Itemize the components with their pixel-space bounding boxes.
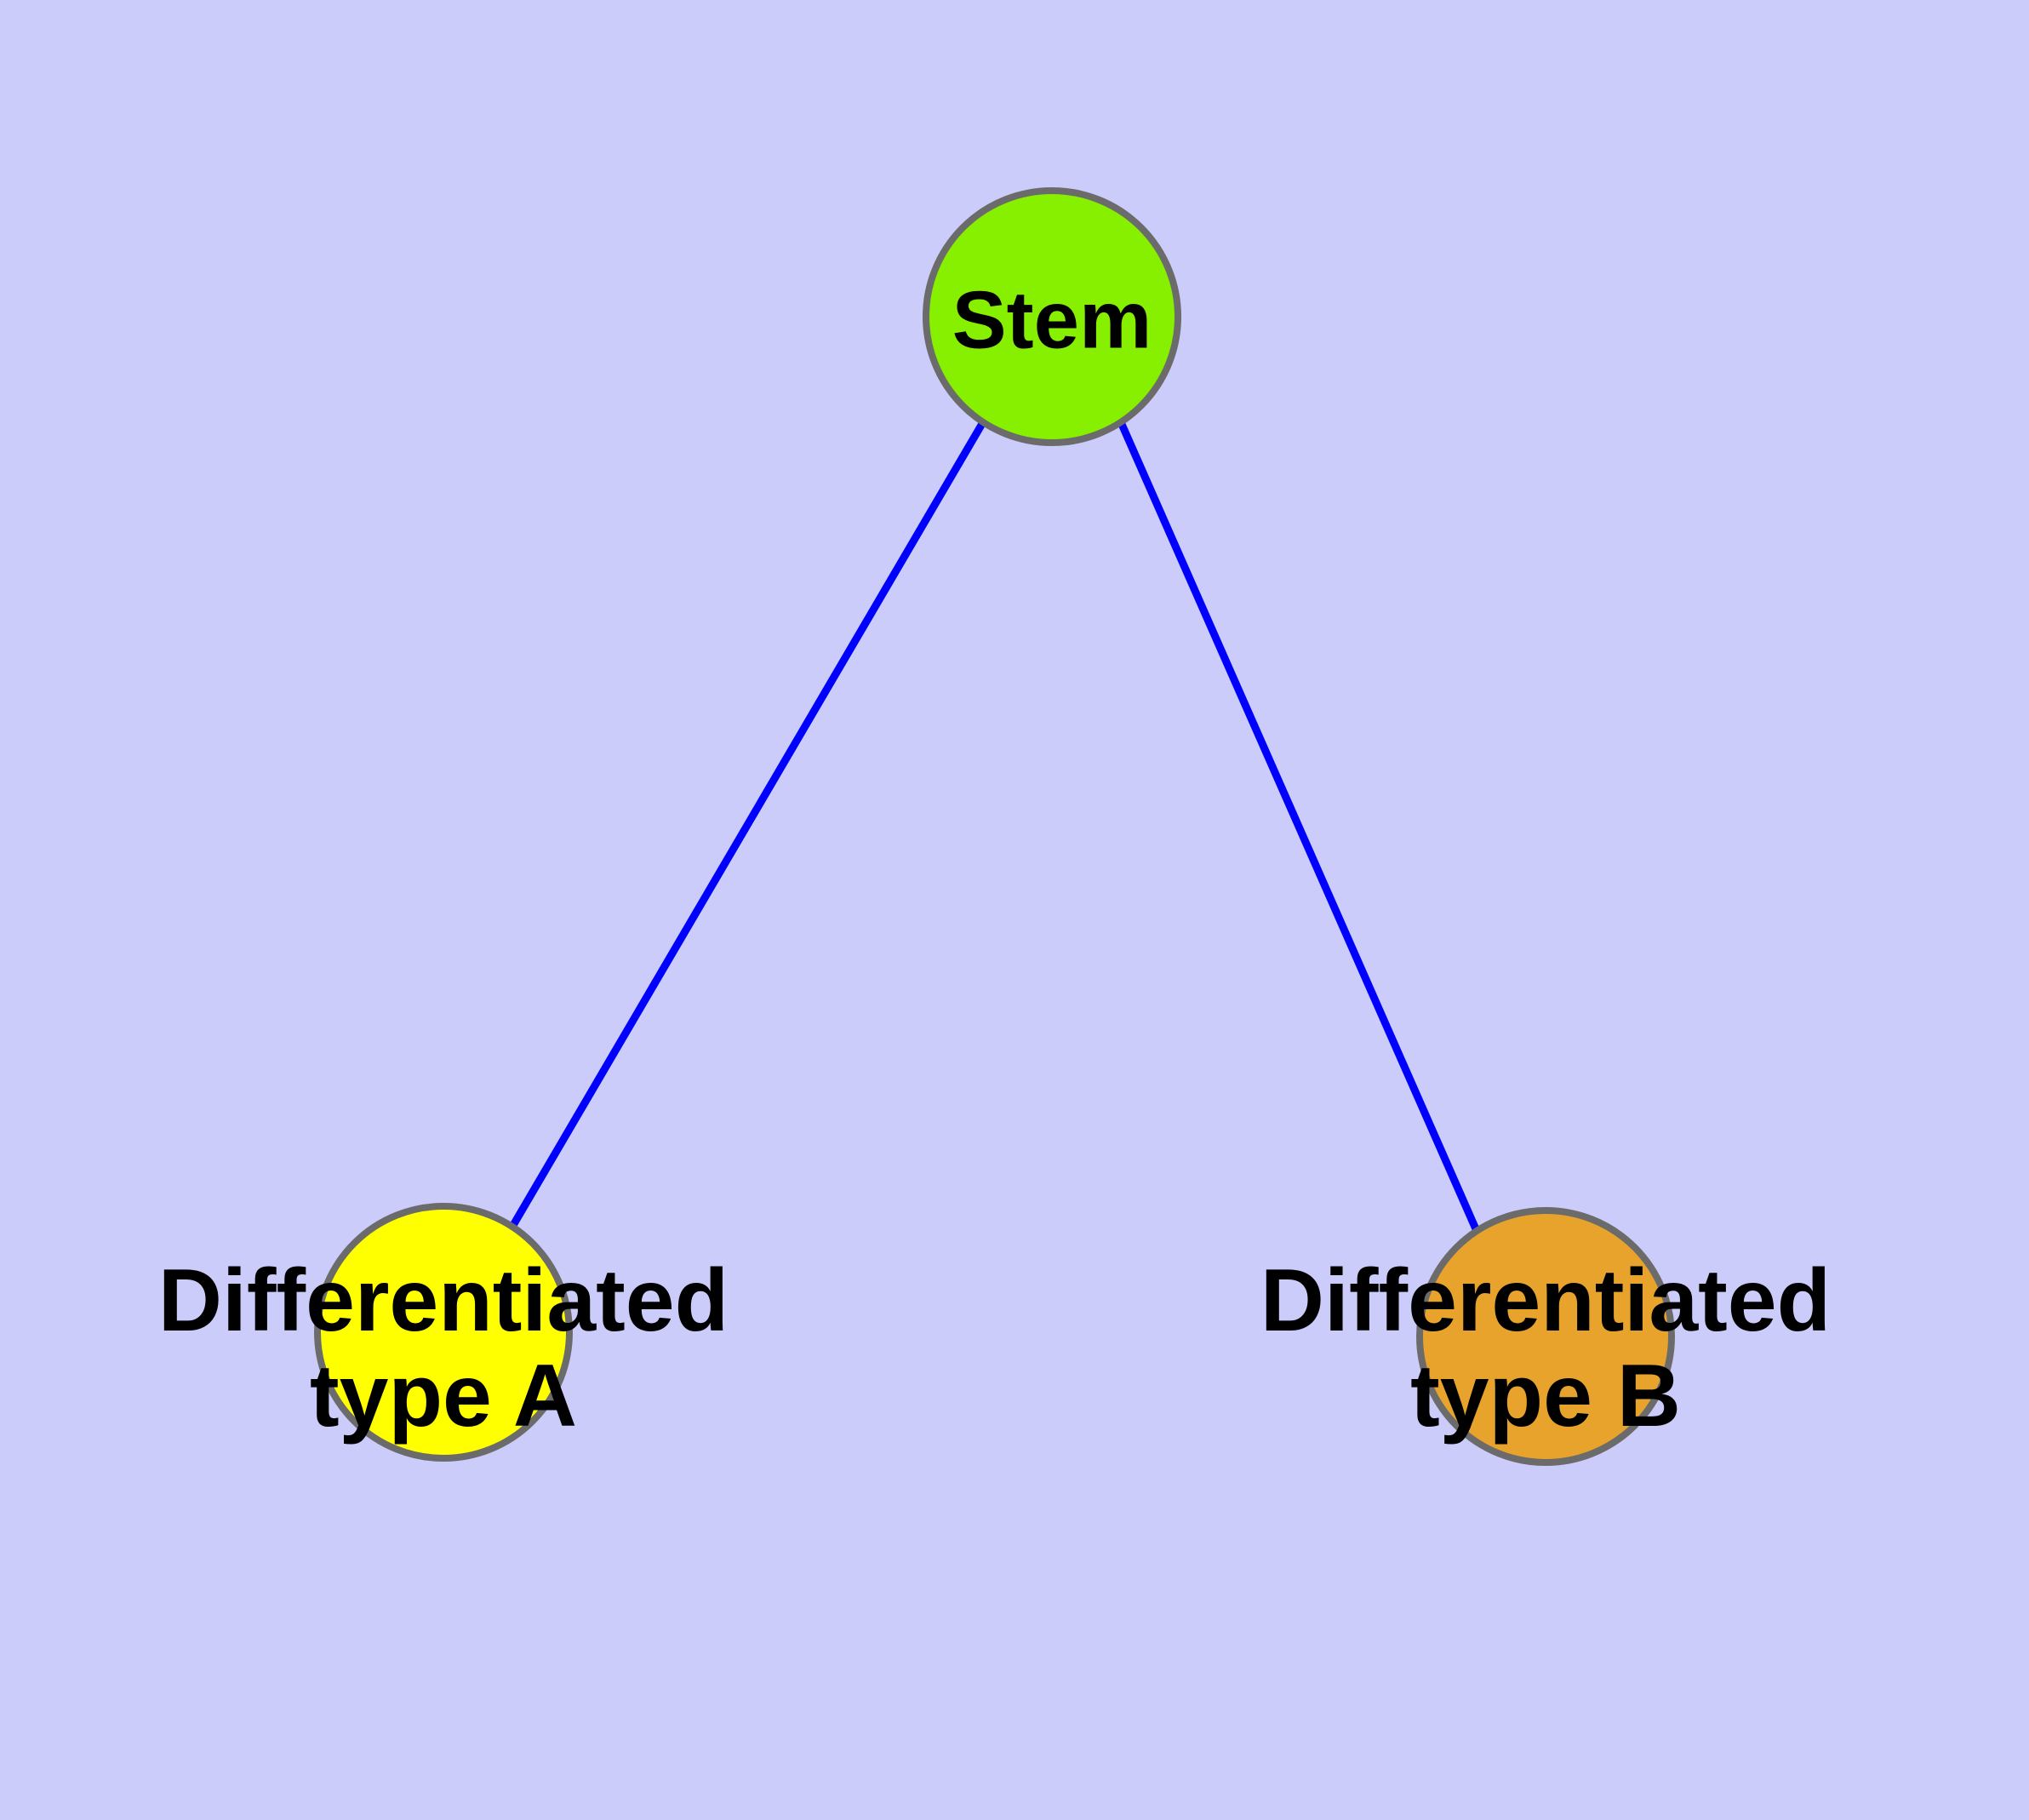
node-differentiated-type-b-circle[interactable]	[1416, 1207, 1675, 1466]
node-stem[interactable]: Stem	[923, 187, 1181, 446]
node-layer: Stem Differentiated type A Differentiate…	[158, 187, 1831, 1466]
node-differentiated-type-a[interactable]	[314, 1203, 573, 1462]
node-differentiated-type-a-label-line1: Differentiated	[158, 1251, 729, 1350]
edge-stem-to-differentiated-b[interactable]	[1117, 421, 1481, 1233]
node-differentiated-type-b-label-line1: Differentiated	[1260, 1251, 1831, 1350]
node-stem-label: Stem	[952, 275, 1152, 366]
label-layer: Differentiated type A Differentiated typ…	[158, 1251, 1831, 1445]
node-differentiated-type-b-label-line2: type B	[1410, 1347, 1681, 1445]
edge-stem-to-differentiated-a[interactable]	[509, 420, 986, 1229]
node-differentiated-type-a-label-line2: type A	[310, 1347, 577, 1445]
node-stem-circle[interactable]	[923, 187, 1181, 446]
edge-layer	[509, 420, 1481, 1233]
node-differentiated-type-b[interactable]	[1416, 1207, 1675, 1466]
node-differentiated-type-a-circle[interactable]	[314, 1203, 573, 1462]
